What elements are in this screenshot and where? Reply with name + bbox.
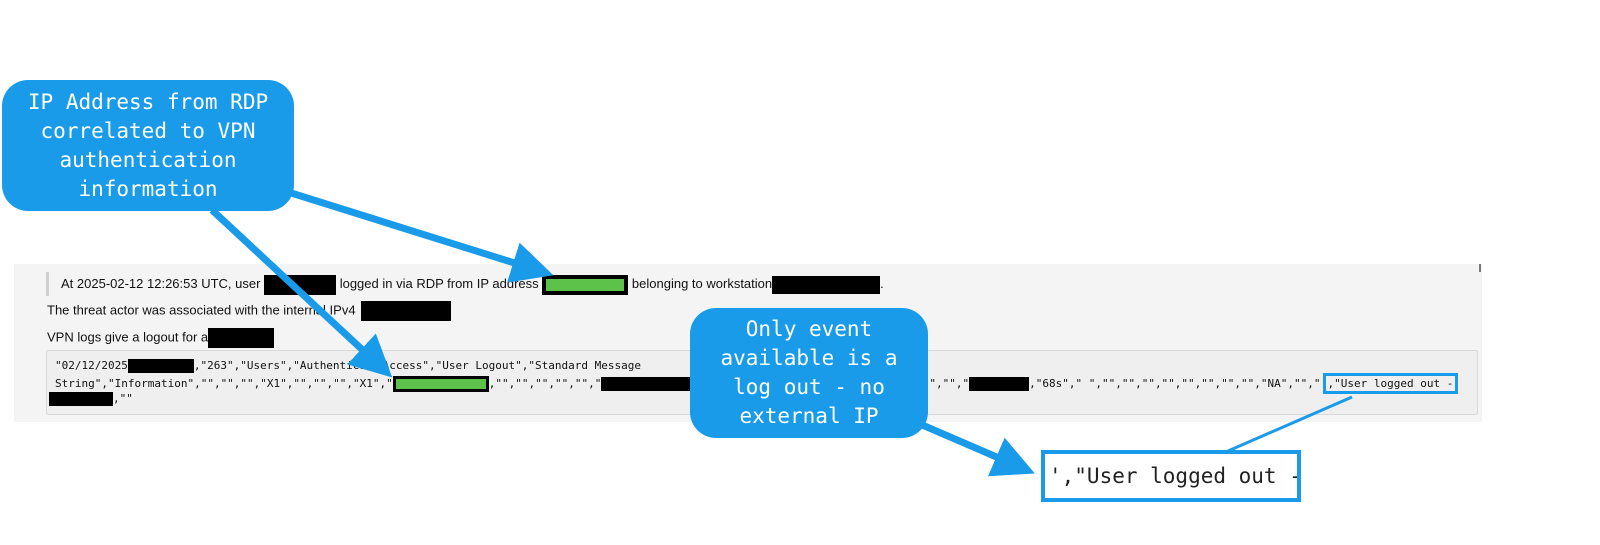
log-row3-fields: ,""	[113, 392, 133, 405]
line3-text: VPN logs give a logout for a	[47, 329, 209, 345]
logout-callout-text: Only event available is a log out - no e…	[720, 317, 898, 428]
log-row2-fields: String","Information","","","","X1","","…	[55, 377, 393, 390]
line1-prefix: At 2025-02-12 12:26:53 UTC, user	[61, 276, 261, 291]
log-row1-fields: ,"263","Users","Authenticat	[193, 359, 373, 372]
redacted-workstation	[772, 275, 881, 294]
zoom-connector	[1227, 395, 1353, 453]
rdp-login-statement: At 2025-02-12 12:26:53 UTC, user logged …	[46, 272, 884, 296]
arrow-to-zoom	[918, 420, 1035, 477]
logout-message-zoom: ',"User logged out -	[1041, 450, 1301, 502]
redacted-log-field-2	[969, 377, 1030, 391]
log-row2-fields-c: ","","	[929, 377, 970, 390]
logout-only-callout: Only event available is a log out - no e…	[690, 308, 928, 438]
redacted-log-field-1	[601, 377, 694, 391]
line1-end: .	[880, 276, 884, 291]
vpn-logout-statement: VPN logs give a logout for a	[47, 328, 275, 348]
arrow-to-vpn-ip	[209, 207, 393, 378]
rdp-source-ip-highlight	[542, 274, 629, 295]
log-row-2: String","Information","","","","X1","","…	[55, 373, 1459, 394]
redacted-log-field-3	[49, 392, 113, 406]
redacted-internal-ip	[361, 301, 452, 321]
rdp-vpn-correlation-callout: IP Address from RDP correlated to VPN au…	[2, 80, 294, 211]
logout-message-highlight: ,"User logged out -	[1322, 373, 1459, 394]
line2-text: The threat actor was associated with the…	[47, 302, 356, 318]
vpn-assigned-ip-highlight	[392, 376, 489, 392]
threat-actor-ip-statement: The threat actor was associated with the…	[47, 301, 452, 321]
redacted-vpn-user	[208, 328, 275, 348]
log-row2-fields-d: ,"68s"," ","","","","","","","","","NA",…	[1029, 377, 1321, 390]
log-row-1: "02/12/2025 ,"263","Users","Authenticat Ac…	[55, 358, 641, 373]
arrow-to-rdp-ip	[286, 188, 554, 283]
line1-suffix: belonging to workstation	[631, 276, 773, 291]
rdp-callout-text: IP Address from RDP correlated to VPN au…	[27, 89, 269, 201]
log-row-3: ,""	[49, 391, 133, 406]
panel-scroll-marker	[1479, 264, 1481, 272]
zoom-text: ',"User logged out -	[1049, 464, 1301, 488]
log-row2-fields-b: ,"","","","","","	[488, 377, 602, 390]
log-row1-date: "02/12/2025	[55, 359, 128, 372]
log-row1-event: Access","User Logout","Standard Message	[382, 359, 641, 372]
line1-mid: logged in via RDP from IP address	[339, 276, 539, 291]
redacted-time	[127, 359, 194, 373]
